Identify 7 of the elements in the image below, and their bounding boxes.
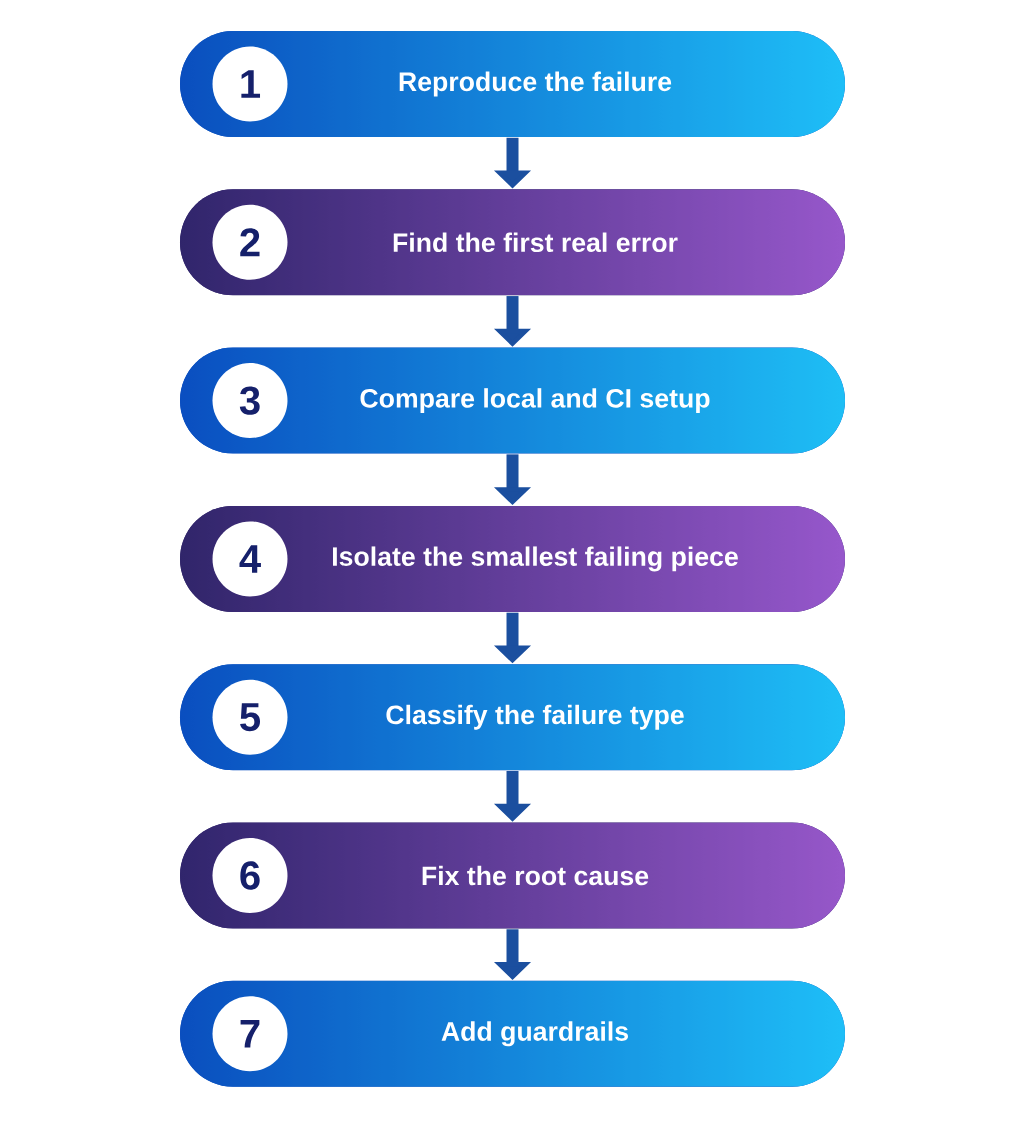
number-badge: 1 — [212, 46, 288, 122]
number-badge: 7 — [212, 996, 288, 1072]
number-badge: 6 — [212, 838, 288, 913]
number-badge: 5 — [212, 679, 288, 755]
number-badge: 3 — [212, 363, 288, 439]
number-badge: 2 — [212, 204, 288, 280]
number-badge: 4 — [212, 521, 288, 597]
